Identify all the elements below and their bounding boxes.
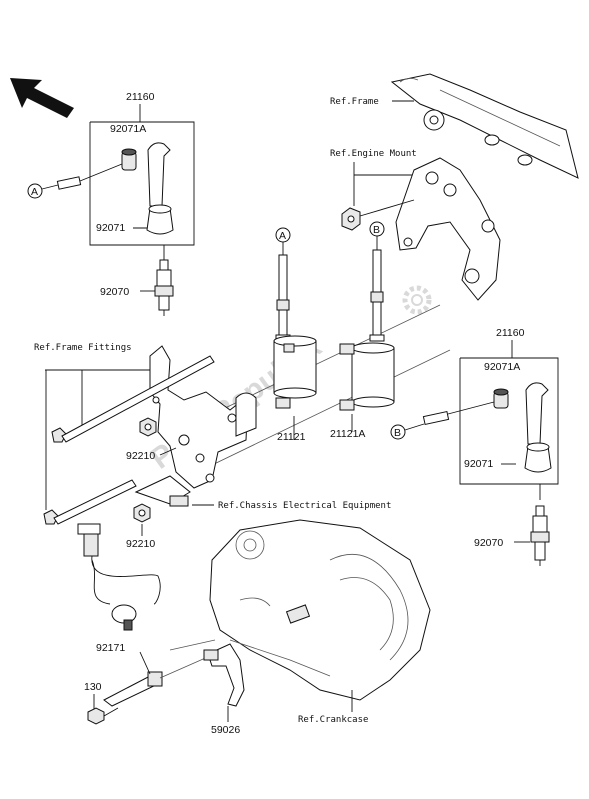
cap-right-label: 92071 bbox=[464, 458, 493, 470]
bolt: 130 bbox=[84, 681, 119, 725]
plug-left-label: 92070 bbox=[100, 286, 129, 298]
coil-left-label: 21121 bbox=[277, 431, 306, 443]
frame-reference: Ref.Frame bbox=[330, 73, 579, 179]
spark-plug-left: 92070 bbox=[100, 259, 174, 316]
ref-crankcase-label: Ref.Crankcase bbox=[298, 715, 368, 725]
engine-mount-reference: Ref.Engine Mount bbox=[330, 149, 501, 301]
bracket-59026: 59026 bbox=[203, 643, 245, 736]
nut-upper: 92210 bbox=[126, 417, 177, 462]
bracket-label: 59026 bbox=[211, 724, 240, 736]
ref-frame-label: Ref.Frame bbox=[330, 97, 379, 107]
ref-chassis-electrical-label: Ref.Chassis Electrical Equipment bbox=[218, 501, 391, 511]
kit-right-label: 21160 bbox=[496, 327, 525, 339]
spark-plug-right: 92070 bbox=[474, 505, 550, 566]
cap-a-right-label: 92071A bbox=[484, 361, 520, 373]
ignition-coil-right: B 21121A bbox=[330, 221, 395, 440]
callout-b-coil-text: B bbox=[373, 224, 380, 236]
coil-bracket bbox=[149, 304, 451, 489]
ref-engine-mount-label: Ref.Engine Mount bbox=[330, 149, 417, 159]
frame-fittings-reference: Ref.Frame Fittings bbox=[34, 343, 215, 525]
nut-lower: 92210 bbox=[126, 503, 155, 550]
kit-left-label: 21160 bbox=[126, 91, 155, 103]
front-arrow-icon bbox=[10, 78, 74, 118]
nut-upper-label: 92210 bbox=[126, 450, 155, 462]
pickup-sensor: 92171 bbox=[77, 523, 216, 707]
coil-right-label: 21121A bbox=[330, 428, 365, 440]
crankcase-reference: Ref.Crankcase bbox=[209, 519, 431, 725]
cap-a-left-label: 92071A bbox=[110, 123, 146, 135]
chassis-electrical-reference: Ref.Chassis Electrical Equipment bbox=[134, 475, 391, 511]
plug-right-label: 92070 bbox=[474, 537, 503, 549]
callout-b-right-text: B bbox=[394, 427, 401, 439]
sensor-label: 92171 bbox=[96, 642, 125, 654]
plug-cap-left bbox=[146, 142, 174, 235]
cap-left-label: 92071 bbox=[96, 222, 125, 234]
ref-frame-fittings-label: Ref.Frame Fittings bbox=[34, 343, 132, 353]
parts-watermark-gear-icon bbox=[402, 285, 432, 315]
callout-a-left-text: A bbox=[31, 186, 38, 198]
bolt-label: 130 bbox=[84, 681, 102, 693]
ignition-coil-left: A 21121 bbox=[273, 227, 317, 443]
spark-plug-kit-left: 21160 92071A 92071 A bbox=[27, 91, 195, 262]
callout-a-left bbox=[27, 183, 43, 199]
nut-lower-label: 92210 bbox=[126, 538, 155, 550]
spark-plug-kit-right: 21160 92071A 92071 B bbox=[390, 327, 559, 500]
callout-b-right bbox=[390, 424, 406, 440]
plug-cap-right bbox=[524, 382, 552, 473]
callout-a-coil-text: A bbox=[279, 230, 286, 242]
